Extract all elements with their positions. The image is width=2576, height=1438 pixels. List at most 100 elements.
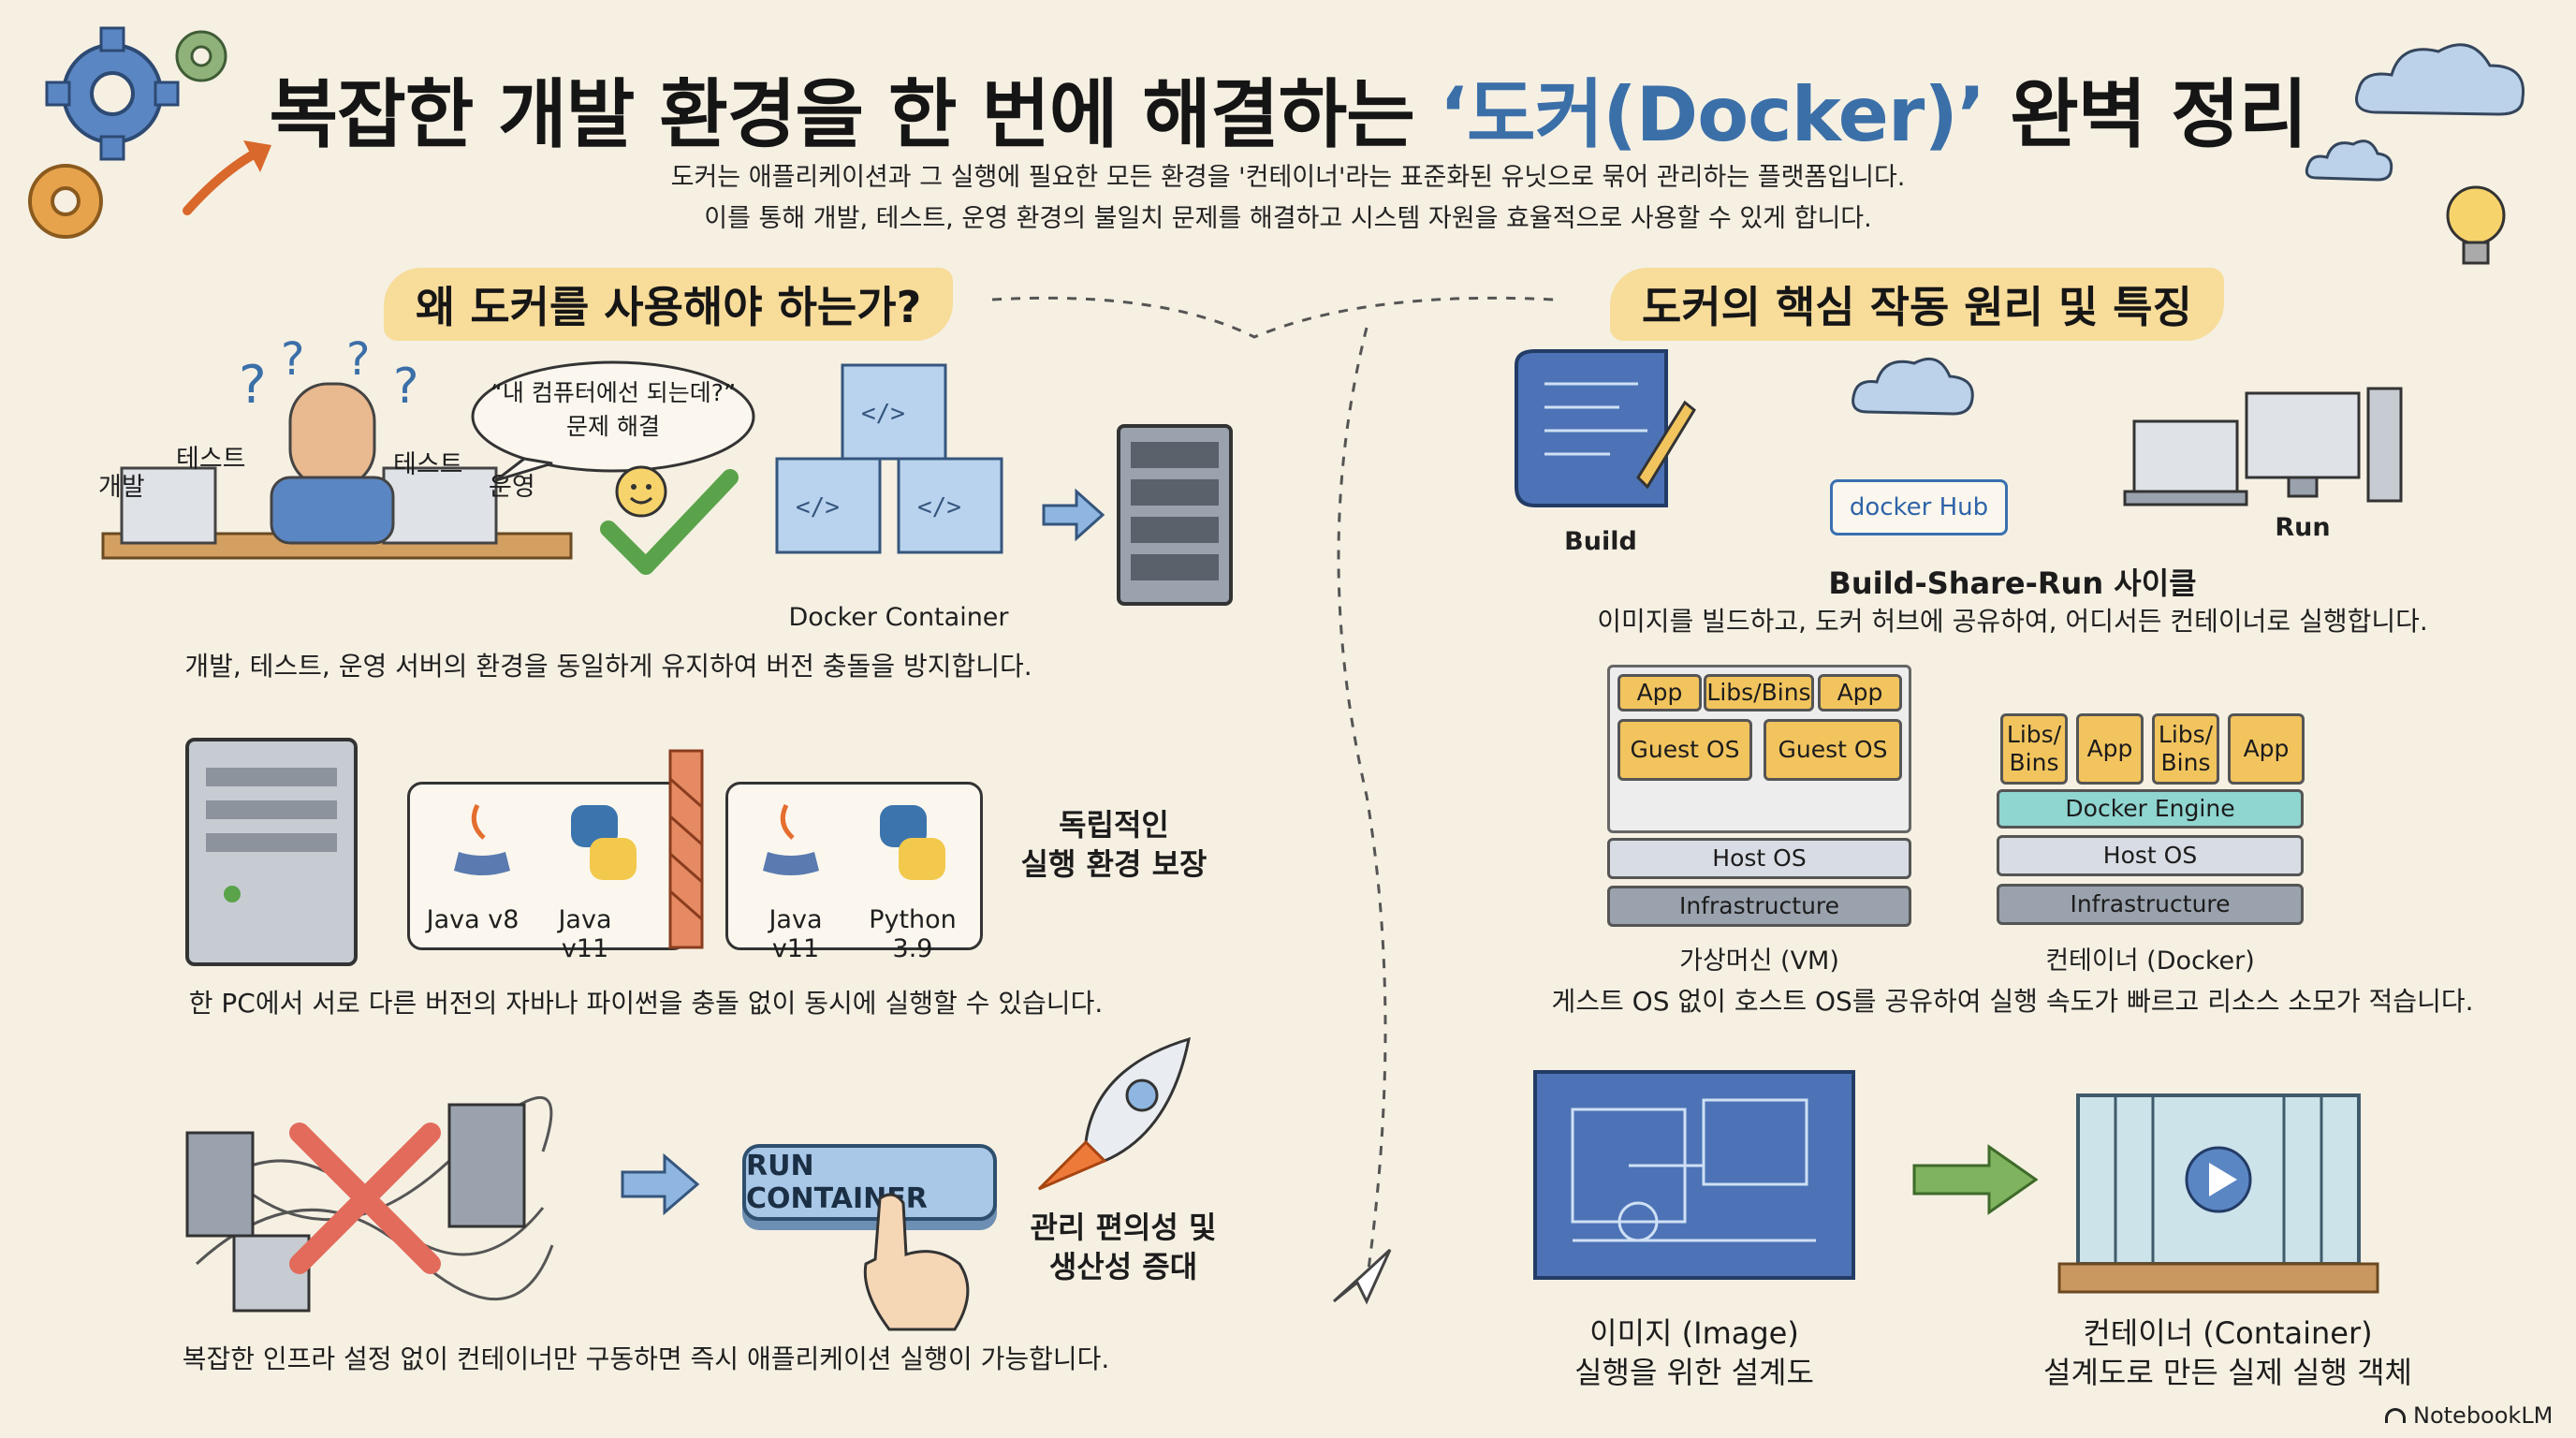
docker-container-cubes: </> </> </> <box>775 363 1003 554</box>
developer-illustration: ? ? ? ? <box>101 333 573 560</box>
gear-icon <box>1617 1201 1659 1242</box>
image-caption: 이미지 (Image) 실행을 위한 설계도 <box>1516 1313 1872 1392</box>
speech-line-1: “내 컴퓨터에선 되는데?” <box>490 379 737 406</box>
container-caption: 컨테이너 (Container) 설계도로 만든 실제 실행 객체 <box>2012 1313 2443 1392</box>
speech-bubble <box>471 360 755 482</box>
panel2-side-label: 독립적인 실행 환경 보장 <box>1020 807 1208 882</box>
lightbulb-icon <box>2446 185 2506 265</box>
cloud-icon <box>1852 357 1974 416</box>
notebooklm-logo-icon <box>2385 1408 2406 1423</box>
image-desc: 실행을 위한 설계도 <box>1574 1355 1814 1390</box>
container-cube <box>775 457 882 554</box>
vm-infrastructure: Infrastructure <box>1607 886 1911 927</box>
pencil-icon <box>1636 400 1696 490</box>
java-icon <box>454 803 510 875</box>
page-title: 복잡한 개발 환경을 한 번에 해결하는 ‘도커(Docker)’ 완벽 정리 <box>269 71 2308 158</box>
java8-label: Java v8 <box>426 905 520 934</box>
smiley-checkmark <box>600 465 739 575</box>
arrow-icon <box>1042 488 1105 542</box>
arrow-icon <box>621 1152 700 1216</box>
docker-infrastructure: Infrastructure <box>1997 884 2304 925</box>
container-cube <box>841 363 947 461</box>
dashed-connector <box>991 296 1555 1284</box>
question-icon: ? <box>281 333 304 386</box>
server-icon <box>185 738 358 966</box>
java11-label-b: Java v11 <box>768 905 823 963</box>
cycle-caption: 이미지를 빌드하고, 도커 허브에 공유하여, 어디서든 컨테이너로 실행합니다… <box>1597 606 2428 637</box>
divider-wall <box>668 749 704 949</box>
panel3-caption: 복잡한 인프라 설정 없이 컨테이너만 구동하면 즉시 애플리케이션 실행이 가… <box>182 1343 1110 1374</box>
python-icon <box>880 805 945 880</box>
docker-container-label: Docker Container <box>788 603 1009 632</box>
blueprint-icon <box>1533 1070 1855 1280</box>
docker-engine: Docker Engine <box>1997 789 2304 829</box>
java11-label-a: Java v11 <box>558 905 612 963</box>
java-python-icons-left <box>454 803 637 880</box>
python-icon <box>571 805 637 880</box>
tangled-infrastructure <box>185 1096 554 1313</box>
paper-plane-icon <box>1332 1248 1392 1305</box>
gear-icon <box>28 164 103 239</box>
server-icon <box>185 1131 255 1238</box>
server-icon <box>1117 424 1233 606</box>
python-label: Python 3.9 <box>869 905 957 963</box>
vm-guest-os-1: Guest OS <box>1617 719 1752 781</box>
docker-app-2: App <box>2228 713 2305 785</box>
page-subtitle: 도커는 애플리케이션과 그 실행에 필요한 모든 환경을 '컨테이너'라는 표준… <box>0 157 2576 240</box>
title-highlight: ‘도커(Docker)’ <box>1439 71 1986 158</box>
vm-libs: Libs/Bins <box>1704 674 1814 712</box>
env-label-dev: 개발 <box>98 473 145 502</box>
gear-icon <box>45 26 180 161</box>
vm-host-os: Host OS <box>1607 838 1911 879</box>
checkmark-icon <box>600 469 739 575</box>
svg-text:</>: </> <box>861 400 905 428</box>
java-icon <box>763 803 819 875</box>
cloud-icon <box>2355 43 2525 116</box>
compare-caption: 게스트 OS 없이 호스트 OS를 공유하여 실행 속도가 빠르고 리소스 소모… <box>1551 986 2474 1017</box>
vm-app-1: App <box>1617 674 1702 712</box>
rocket-icon <box>1037 1036 1191 1191</box>
vm-guest-os-2: Guest OS <box>1764 719 1902 781</box>
left-section-title: 왜 도커를 사용해야 하는가? <box>384 268 954 341</box>
speech-text: “내 컴퓨터에선 되는데?” 문제 해결 <box>477 376 749 444</box>
container-desc: 설계도로 만든 실제 실행 객체 <box>2043 1355 2412 1390</box>
docker-libs-2: Libs/ Bins <box>2152 713 2219 785</box>
run-label: Run <box>2275 513 2331 542</box>
subtitle-line-1: 도커는 애플리케이션과 그 실행에 필요한 모든 환경을 '컨테이너'라는 표준… <box>670 163 1906 192</box>
laptop-icon <box>2123 419 2248 506</box>
docker-hub-badge: docker Hub <box>1830 479 2008 536</box>
smiley-icon <box>615 465 667 518</box>
cloud-icon <box>2305 139 2393 182</box>
speech-line-2: 문제 해결 <box>566 413 660 440</box>
panel1-caption: 개발, 테스트, 운영 서버의 환경을 동일하게 유지하여 버전 충돌을 방지합… <box>184 651 1032 682</box>
docker-app-1: App <box>2076 713 2144 785</box>
image-title: 이미지 (Image) <box>1589 1315 1799 1351</box>
right-section-title: 도커의 핵심 작동 원리 및 특징 <box>1610 268 2224 341</box>
svg-text:</>: </> <box>917 493 961 521</box>
blueprint-scroll-icon <box>1515 349 1696 507</box>
panel3-side-label: 관리 편의성 및 생산성 증대 <box>1030 1210 1217 1284</box>
question-icon: ? <box>346 333 370 386</box>
env-label-test-2: 테스트 <box>393 450 463 479</box>
arrow-icon <box>1912 1144 2039 1215</box>
gear-icon <box>175 30 227 82</box>
subtitle-line-2: 이를 통해 개발, 테스트, 운영 환경의 불일치 문제를 해결하고 시스템 자… <box>704 204 1872 233</box>
notebooklm-brand: NotebookLM <box>2385 1402 2553 1429</box>
person-icon <box>288 382 376 489</box>
env-label-ops: 운영 <box>489 473 535 502</box>
svg-text:</>: </> <box>796 493 840 521</box>
monitor-icon <box>120 466 217 545</box>
env-label-test-1: 테스트 <box>176 445 246 474</box>
docker-label: 컨테이너 (Docker) <box>2045 946 2255 976</box>
gear-cluster-icon <box>45 26 227 161</box>
arrow-icon <box>183 140 271 215</box>
run-devices <box>2123 387 2403 506</box>
cross-icon <box>289 1123 441 1274</box>
vm-app-2: App <box>1818 674 1902 712</box>
vm-label: 가상머신 (VM) <box>1679 946 1839 976</box>
container-cube <box>897 457 1003 554</box>
shipping-container-icon <box>2057 1093 2379 1294</box>
env-card-left <box>407 782 688 950</box>
build-label: Build <box>1564 527 1637 556</box>
cycle-title: Build-Share-Run 사이클 <box>1828 565 2197 601</box>
